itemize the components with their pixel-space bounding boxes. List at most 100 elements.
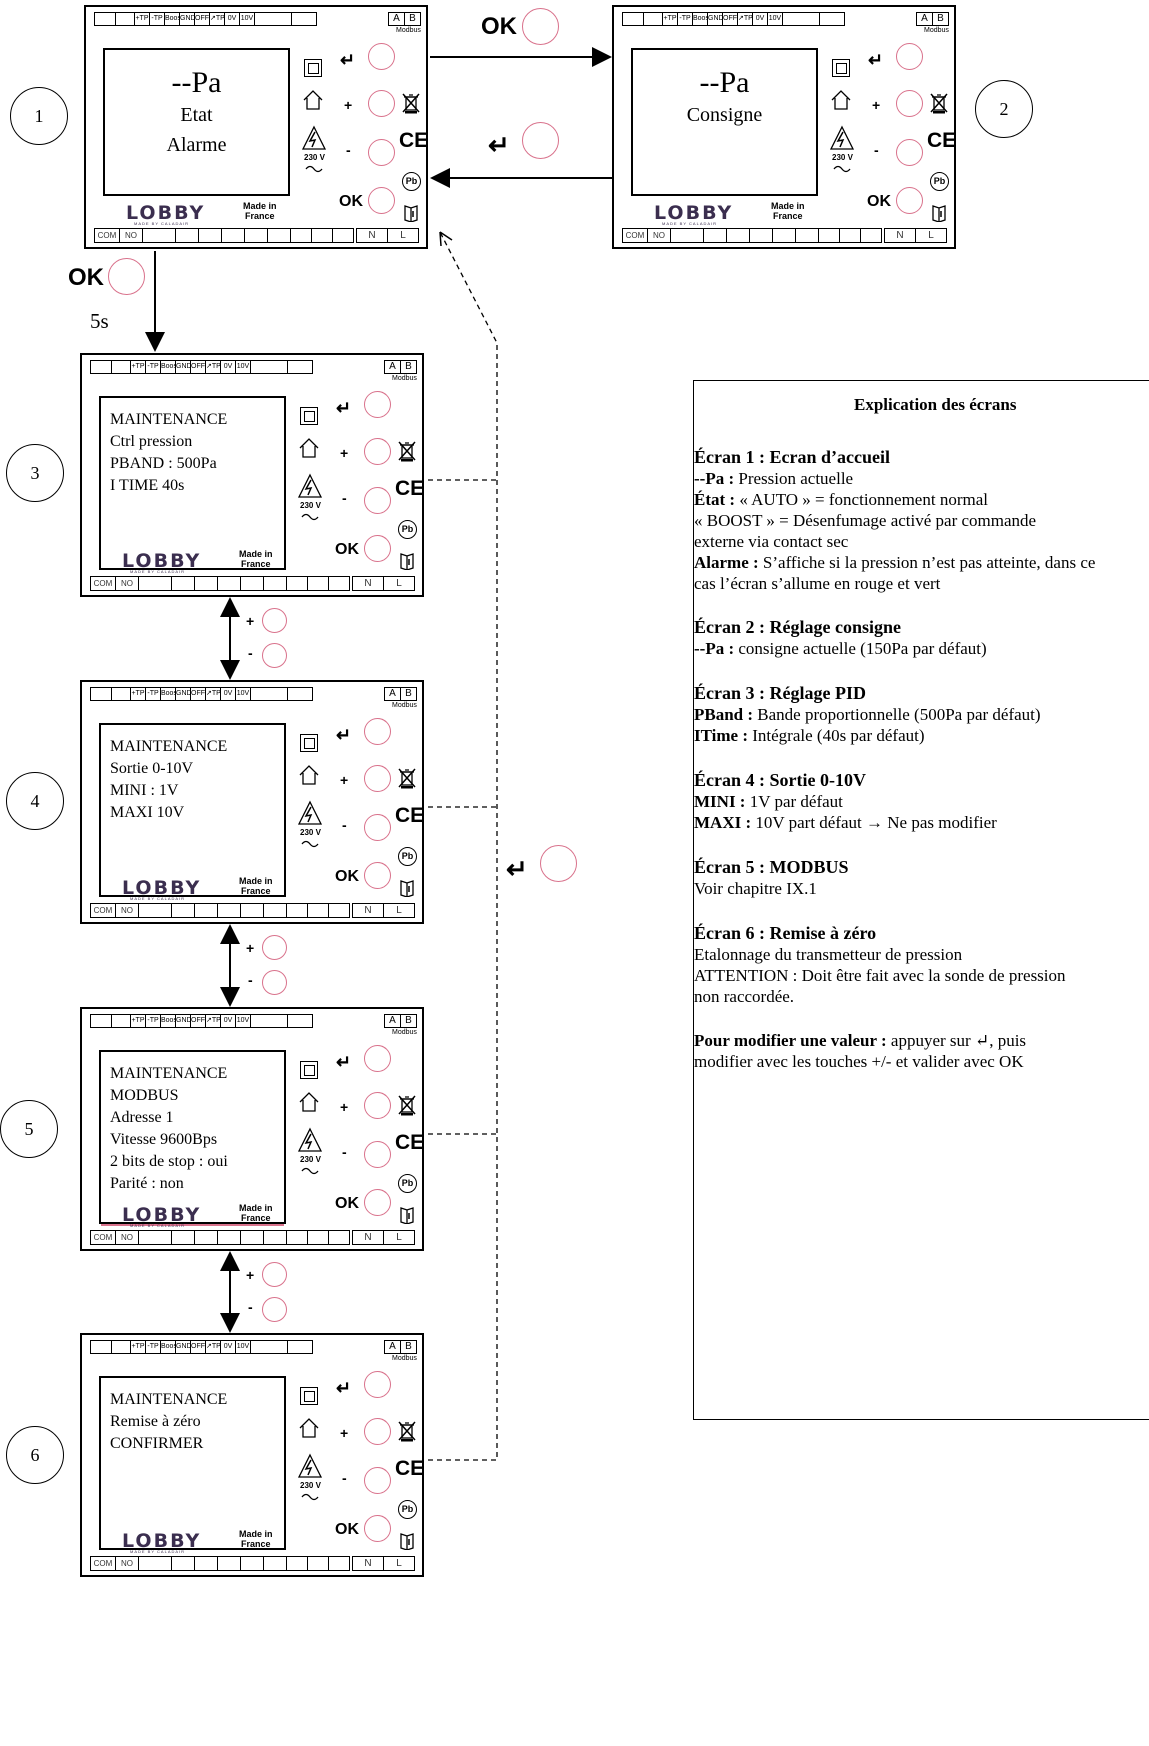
- screen-line: MAXI 10V: [110, 804, 185, 821]
- modbus-terminal-cell: B: [400, 360, 417, 374]
- enter-return-button-circle[interactable]: [540, 845, 577, 882]
- weee-bin-icon: [397, 440, 417, 466]
- ce-mark: CE: [927, 129, 957, 152]
- lobby-logo: LOBBY: [126, 202, 206, 224]
- ok-hold-button-circle[interactable]: [108, 258, 145, 295]
- ok-button[interactable]: [368, 187, 395, 214]
- minus-button[interactable]: [364, 814, 391, 841]
- made-in-france: Made in France: [239, 549, 273, 569]
- ok-button[interactable]: [364, 862, 391, 889]
- minus-label-4to5: -: [248, 972, 253, 988]
- lobby-logo: LOBBY: [122, 1530, 202, 1552]
- step-number-2: 2: [975, 80, 1033, 138]
- screen-line: Vitesse 9600Bps: [110, 1131, 218, 1148]
- ce-mark: CE: [395, 1457, 425, 1480]
- minus-button[interactable]: [364, 1141, 391, 1168]
- power-terminal-cell: L: [383, 576, 415, 591]
- modbus-tag: Modbus: [924, 27, 949, 34]
- modbus-tag: Modbus: [392, 1029, 417, 1036]
- terminal-cell: [328, 903, 350, 918]
- high-voltage-icon: 230 V: [297, 1453, 323, 1511]
- terminal-cell: [291, 12, 317, 26]
- square-icon: [832, 59, 850, 77]
- plus-circle-3to4[interactable]: [262, 608, 287, 633]
- ok-symbol: OK: [335, 1195, 359, 1212]
- voltage-label: 230 V: [300, 828, 322, 837]
- pressure-reading: --Pa: [699, 66, 750, 99]
- pressure-reading: --Pa: [171, 66, 222, 99]
- plus-button[interactable]: [364, 1092, 391, 1119]
- modify-value-line: Pour modifier une valeur : appuyer sur ↵…: [694, 1031, 1027, 1050]
- minus-circle-5to6[interactable]: [262, 1297, 287, 1322]
- enter-button[interactable]: [364, 718, 391, 745]
- screen-line: 2 bits de stop : oui: [110, 1153, 228, 1170]
- voltage-label: 230 V: [300, 1155, 322, 1164]
- ok-symbol: OK: [335, 1521, 359, 1538]
- lead-free-icon: Pb: [930, 172, 949, 191]
- made-in-france: Made in France: [239, 1203, 273, 1223]
- screen1-alarm-line: Alarme : S’affiche si la pression n’est …: [694, 553, 1096, 572]
- minus-button[interactable]: [364, 487, 391, 514]
- screen4-maxi-line: MAXI : 10V part défaut → Ne pas modifier: [694, 813, 997, 832]
- plus-button[interactable]: [364, 438, 391, 465]
- plus-label-4to5: +: [246, 940, 255, 956]
- modbus-terminal-cell: B: [400, 1340, 417, 1354]
- plus-circle-5to6[interactable]: [262, 1262, 287, 1287]
- ok-button-circle[interactable]: [522, 8, 559, 45]
- enter-button[interactable]: [364, 391, 391, 418]
- plus-circle-4to5[interactable]: [262, 935, 287, 960]
- enter-button[interactable]: [364, 1045, 391, 1072]
- ok-button[interactable]: [364, 535, 391, 562]
- screen4-mini-line: MINI : 1V par défaut: [694, 792, 843, 811]
- modbus-tag: Modbus: [392, 702, 417, 709]
- manual-book-icon: [399, 1206, 415, 1228]
- lobby-logo: LOBBY: [122, 1204, 202, 1226]
- screen-line: I TIME 40s: [110, 477, 185, 494]
- plus-button[interactable]: [896, 90, 923, 117]
- screen5-text: Voir chapitre IX.1: [694, 879, 817, 898]
- ok-symbol: OK: [339, 193, 363, 210]
- square-icon: [300, 734, 318, 752]
- terminal-cell: [328, 1556, 350, 1571]
- minus-button[interactable]: [896, 139, 923, 166]
- ce-mark: CE: [399, 129, 429, 152]
- house-icon: [298, 1091, 320, 1117]
- plus-button[interactable]: [368, 90, 395, 117]
- made-in-france: Made in France: [243, 201, 277, 221]
- plus-button[interactable]: [364, 765, 391, 792]
- plus-symbol: +: [344, 97, 353, 113]
- screen-line: MINI : 1V: [110, 782, 179, 799]
- minus-button[interactable]: [368, 139, 395, 166]
- minus-circle-4to5[interactable]: [262, 970, 287, 995]
- ok-button[interactable]: [896, 187, 923, 214]
- house-icon: [298, 1417, 320, 1443]
- terminal-cell: [287, 1340, 313, 1354]
- plus-button[interactable]: [364, 1418, 391, 1445]
- enter-button[interactable]: [368, 43, 395, 70]
- enter-button[interactable]: [364, 1371, 391, 1398]
- ok-symbol: OK: [335, 868, 359, 885]
- screen6-text3: non raccordée.: [694, 987, 795, 1006]
- terminal-cell: [328, 1230, 350, 1245]
- minus-button[interactable]: [364, 1467, 391, 1494]
- ok-button[interactable]: [364, 1189, 391, 1216]
- minus-circle-3to4[interactable]: [262, 643, 287, 668]
- screen-line: PBAND : 500Pa: [110, 455, 217, 472]
- enter-button[interactable]: [896, 43, 923, 70]
- screen5-heading: Écran 5 : MODBUS: [694, 857, 849, 877]
- modify-value-line2: modifier avec les touches +/- et valider…: [694, 1052, 1024, 1071]
- terminal-cell: [860, 228, 882, 243]
- enter-button-circle[interactable]: [522, 122, 559, 159]
- ok-button[interactable]: [364, 1515, 391, 1542]
- screen-line: Sortie 0-10V: [110, 760, 194, 777]
